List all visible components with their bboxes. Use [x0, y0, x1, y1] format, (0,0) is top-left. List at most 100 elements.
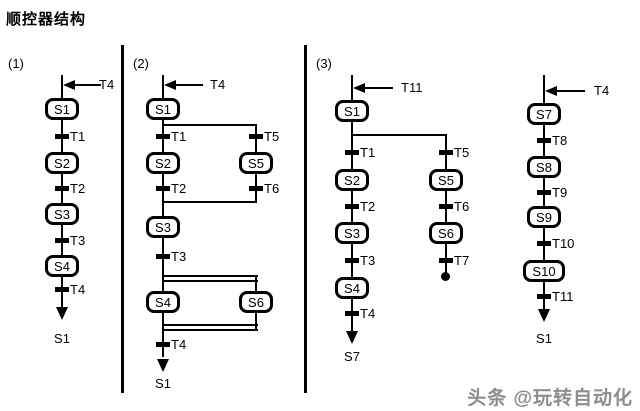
d2-transition-t5-tick	[249, 134, 263, 139]
d2-transition-t6-label: T6	[264, 181, 280, 196]
diagram-1-label: (1)	[8, 56, 24, 71]
d2-entry-arrow-line	[175, 84, 203, 86]
d3-transition-t4-label: T4	[360, 306, 376, 321]
d4-jump-arrow-icon	[538, 309, 550, 322]
d2-jump-target-label: S1	[155, 376, 171, 391]
d1-entry-arrow-line	[74, 84, 101, 86]
d3-transition-t2-tick	[345, 204, 359, 209]
d3-transition-t2-label: T2	[360, 199, 376, 214]
d1-step-s1: S1	[45, 98, 79, 120]
d3-end-dot-icon	[441, 272, 450, 281]
section-divider-2	[304, 45, 307, 393]
d2-parallel-converge-line-top	[162, 324, 258, 326]
d1-transition-t4-tick	[55, 287, 69, 292]
section-divider-1	[121, 45, 124, 393]
d4-transition-t10-label: T10	[552, 236, 575, 251]
d2-transition-t1-label: T1	[171, 129, 187, 144]
d1-flow-line	[61, 75, 63, 308]
d2-entry-transition-label: T4	[210, 77, 226, 92]
d1-step-s3: S3	[45, 203, 79, 225]
d2-transition-t2-tick	[156, 186, 170, 191]
diagram-2-label: (2)	[133, 56, 149, 71]
d3-transition-t1-label: T1	[360, 145, 376, 160]
d2-jump-arrow-icon	[157, 359, 169, 372]
d3-step-s5: S5	[429, 169, 463, 191]
d4-step-s10: S10	[523, 260, 565, 282]
d3-transition-t5-label: T5	[454, 145, 470, 160]
d2-step-s4: S4	[146, 291, 180, 313]
d4-jump-target-label: S1	[536, 331, 552, 346]
d2-entry-arrow-icon	[164, 80, 176, 90]
d2-branch-converge-line	[162, 201, 257, 203]
d2-branch-diverge-line	[162, 124, 257, 126]
d4-transition-t8-tick	[537, 138, 551, 143]
d2-step-s6: S6	[239, 291, 273, 313]
d3-jump-arrow-icon	[346, 331, 358, 344]
d4-entry-arrow-line	[556, 90, 585, 92]
d4-step-s9: S9	[527, 206, 561, 228]
d3-transition-t7-label: T7	[454, 253, 470, 268]
d3-right-branch-line	[445, 134, 447, 273]
d3-transition-t6-tick	[439, 204, 453, 209]
d3-entry-arrow-icon	[353, 83, 365, 93]
d2-transition-t2-label: T2	[171, 181, 187, 196]
d2-transition-t5-label: T5	[264, 129, 280, 144]
d4-entry-arrow-icon	[545, 86, 557, 96]
d1-transition-t1-tick	[55, 134, 69, 139]
d2-step-s2: S2	[146, 152, 180, 174]
d1-jump-arrow-icon	[56, 307, 68, 320]
d1-transition-t3-tick	[55, 238, 69, 243]
d3-transition-t6-label: T6	[454, 199, 470, 214]
d1-transition-t3-label: T3	[70, 233, 86, 248]
d2-step-s1: S1	[146, 98, 180, 120]
d2-step-s3: S3	[146, 216, 180, 238]
watermark: 头条 @玩转自动化	[467, 388, 633, 409]
d3-transition-t3-tick	[345, 258, 359, 263]
d3-entry-transition-label: T11	[401, 80, 423, 95]
d3-step-s3: S3	[335, 222, 369, 244]
d1-step-s4: S4	[45, 255, 79, 277]
d2-transition-t4-label: T4	[171, 337, 187, 352]
d2-transition-t1-tick	[156, 134, 170, 139]
d4-transition-t9-label: T9	[552, 185, 568, 200]
d3-main-flow-line	[351, 75, 353, 331]
diagram-3-label: (3)	[316, 56, 332, 71]
d4-step-s8: S8	[527, 156, 561, 178]
d1-transition-t1-label: T1	[70, 129, 86, 144]
d3-step-s6: S6	[429, 222, 463, 244]
d1-transition-t2-tick	[55, 186, 69, 191]
d4-transition-t9-tick	[537, 190, 551, 195]
d3-entry-arrow-line	[364, 87, 393, 89]
d3-step-s2: S2	[335, 169, 369, 191]
d3-transition-t1-tick	[345, 150, 359, 155]
d3-step-s4: S4	[335, 277, 369, 299]
d3-jump-target-label: S7	[344, 349, 360, 364]
d2-step-s5: S5	[239, 152, 273, 174]
d3-transition-t5-tick	[439, 150, 453, 155]
d4-transition-t8-label: T8	[552, 133, 568, 148]
d1-transition-t4-label: T4	[70, 282, 86, 297]
d2-parallel-converge-line-bottom	[162, 329, 258, 331]
d1-step-s2: S2	[45, 152, 79, 174]
d4-transition-t11-label: T11	[552, 289, 574, 304]
page-title: 顺控器结构	[6, 11, 87, 28]
d3-branch-diverge-line	[351, 134, 447, 136]
d4-transition-t10-tick	[537, 241, 551, 246]
d3-transition-t3-label: T3	[360, 253, 376, 268]
d2-transition-t3-label: T3	[171, 249, 187, 264]
d1-entry-arrow-icon	[63, 80, 75, 90]
d2-transition-t6-tick	[249, 186, 263, 191]
d3-transition-t4-tick	[345, 311, 359, 316]
d3-transition-t7-tick	[439, 258, 453, 263]
d4-step-s7: S7	[527, 103, 561, 125]
d2-parallel-diverge-line-top	[162, 275, 258, 277]
d1-entry-transition-label: T4	[99, 77, 115, 92]
d2-transition-t4-tick	[156, 342, 170, 347]
d2-parallel-diverge-line-bottom	[162, 280, 258, 282]
d1-jump-target-label: S1	[54, 331, 70, 346]
d4-transition-t11-tick	[537, 294, 551, 299]
d2-transition-t3-tick	[156, 254, 170, 259]
d3-step-s1: S1	[335, 100, 369, 122]
d4-entry-transition-label: T4	[594, 83, 610, 98]
